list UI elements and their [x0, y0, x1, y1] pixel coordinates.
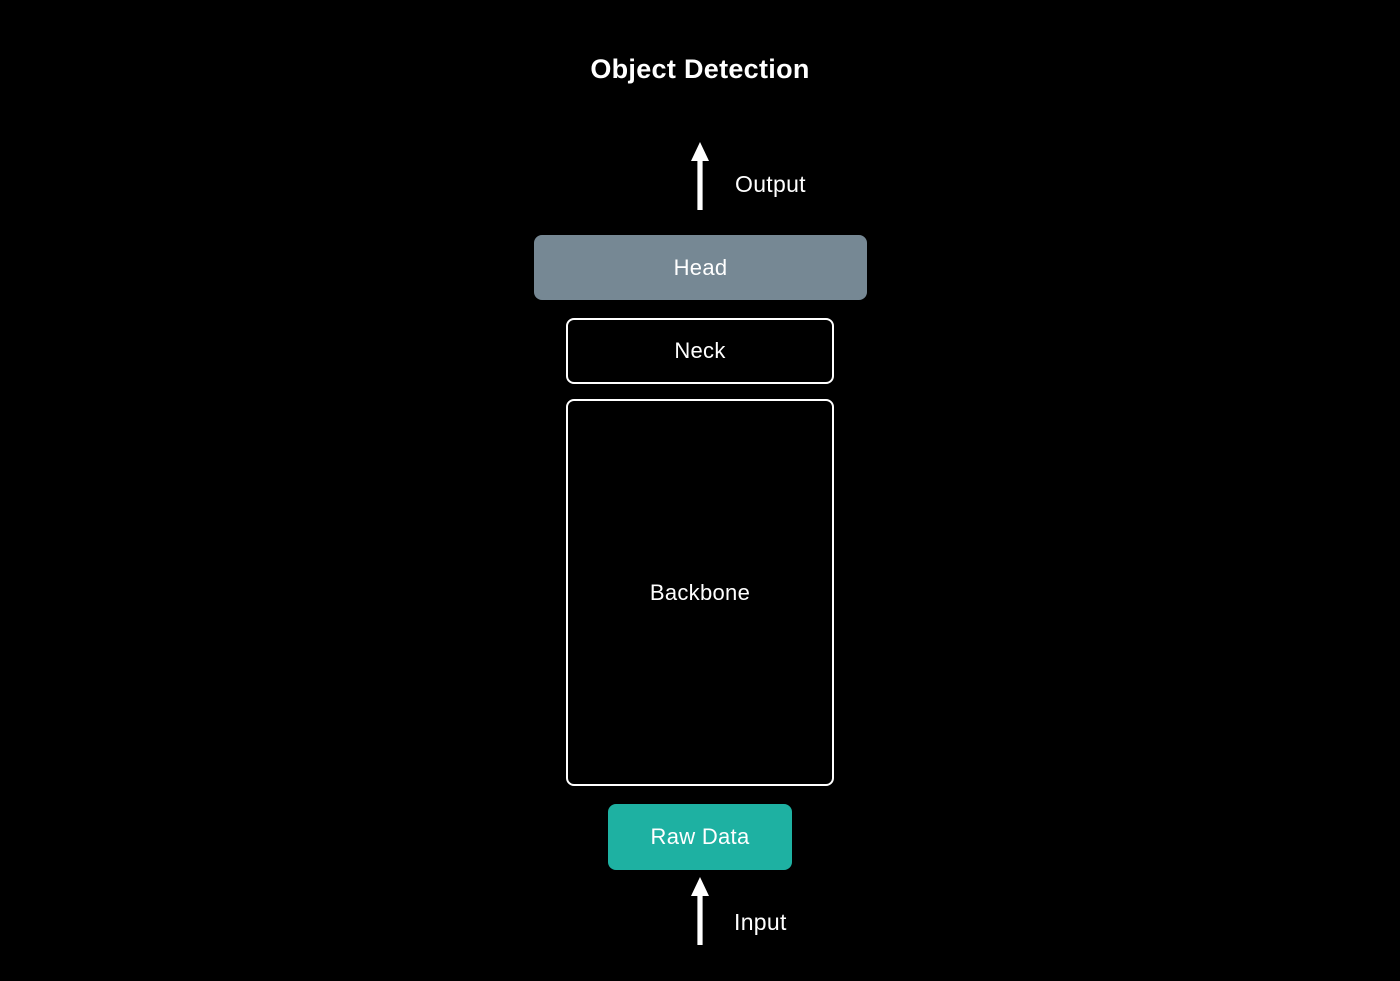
input-up-arrow-icon — [691, 877, 709, 945]
block-neck-label: Neck — [674, 338, 726, 363]
block-raw-data: Raw Data — [608, 804, 792, 870]
output-up-arrow-icon — [691, 142, 709, 210]
block-head-label: Head — [673, 254, 728, 280]
block-raw-data-label: Raw Data — [650, 824, 750, 849]
block-backbone: Backbone — [566, 399, 834, 786]
block-backbone-label: Backbone — [649, 579, 751, 605]
block-head: Head — [534, 235, 867, 300]
block-neck: Neck — [566, 318, 834, 384]
page-title: Object Detection — [590, 54, 810, 84]
input-arrow-label: Input — [734, 909, 787, 935]
output-arrow-label: Output — [735, 171, 806, 197]
